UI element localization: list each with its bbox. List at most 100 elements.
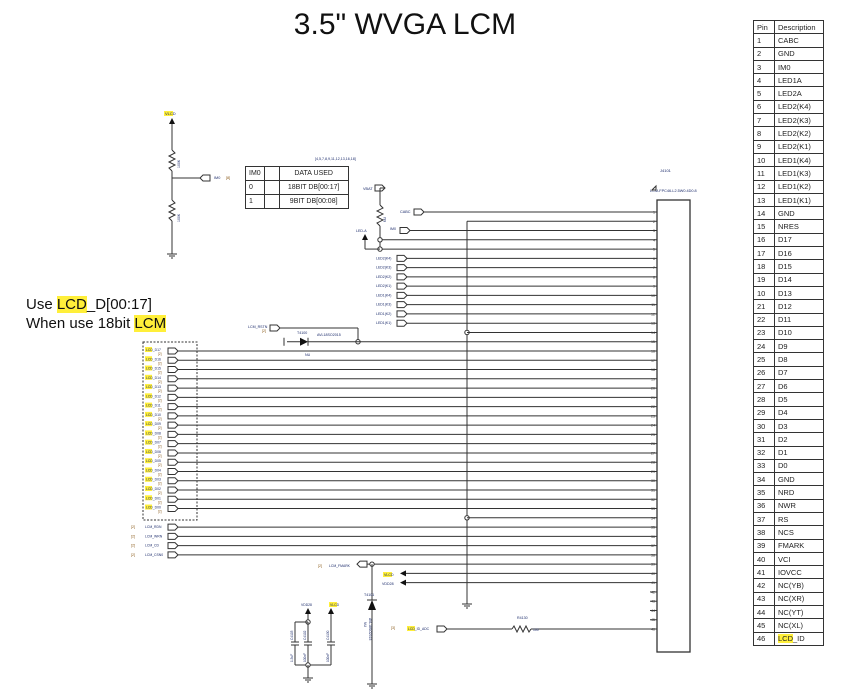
connector-part: LCM-FPC46-L2.5W0.4D0.8 [650,189,697,193]
pin-description: IM0 [774,59,824,75]
im0-cell [263,194,280,209]
net-label-lcm-rstn: LCM_RSTN [248,325,268,329]
note-text: Use [26,296,57,313]
component-ref: T4100 [297,331,307,335]
cabc-port [413,208,425,216]
component-part: AVL18SO2015 [317,333,341,337]
led-port [396,291,408,299]
pin-description: LED2(K3) [774,113,824,128]
net-ref: [2] [158,380,162,384]
resistor-bottom-icon [167,199,177,222]
data-port [167,366,179,374]
pin-number: 33 [753,458,775,474]
im0-header-cell [263,166,280,181]
pin-number: 9 [753,139,775,154]
net-label-cabc: CABC [400,210,411,214]
ctrl-port [167,542,179,550]
pin-description: D1 [774,445,824,460]
data-port [167,505,179,513]
net-label-fmark: LCM_FMARK [329,564,351,568]
power-arrow-icon [169,118,175,124]
net-label-data: LCD_D04 [146,468,161,472]
pin-description: D9 [774,339,824,354]
pin-table-header-cell: Pin [753,19,775,35]
net-ref: [2] [158,463,162,467]
net-ref: [2] [158,408,162,412]
im0-cell: 0 [245,180,265,195]
net-ref: [2] [158,510,162,514]
pin-number: 38 [753,525,775,540]
net-label-highlight [145,374,152,380]
pin-description: D10 [774,325,824,341]
net-label-highlight [145,356,152,362]
im0-table-ref: [4,5,7,8,9,11,12,13,16,18] [315,157,356,161]
im0-table-header: IM0 DATA USED [245,166,349,181]
net-label-highlight [407,626,415,631]
net-label-led-k: LED1(K1) [376,321,391,325]
pin-description: VCI [774,551,824,567]
net-ref: [2] [131,525,135,529]
net-label-led-a: LED-A [356,229,367,233]
pin-description: D14 [774,272,824,287]
data-port [167,477,179,485]
net-label-highlight [145,430,152,436]
led-port [396,319,408,327]
pin-description: IOVCC [774,565,824,580]
capacitor-ref: C4102 [303,630,307,640]
net-label-im0: IM0 [214,176,220,180]
net-label-data: LCD_D08 [146,431,161,435]
net-label-highlight [145,448,152,454]
net-label-highlight [145,365,152,371]
pin-description: NC(XR) [774,591,824,607]
net-ref: [2] [158,389,162,393]
net-ref: [2] [158,491,162,495]
net-label-data: LCD_D09 [146,422,161,426]
data-port [167,384,179,392]
pin-number: 40 [753,551,775,567]
pin-description: LED2(K1) [774,139,824,154]
ground-icon [303,677,313,683]
net-ref: [2] [158,426,162,430]
data-port [167,430,179,438]
pin-description: LED2(K4) [774,99,824,115]
net-label-ctrl: LCM_CSN0 [145,553,163,557]
pin1-marker-icon [650,184,657,191]
net-label-highlight [145,411,152,417]
net-label-led-k: LED2(K3) [376,266,391,270]
pin-description: LED1(K3) [774,166,824,181]
pin-number: 7 [753,113,775,128]
im0-conn-port [399,227,411,235]
data-port [167,467,179,475]
pin-description-rest: _ID [793,634,805,644]
pin-number: 13 [753,192,775,208]
pin-number: 2 [753,46,775,61]
net-label-led-k: LED1(K2) [376,312,391,316]
component-part: AVL18SO2015 [368,618,372,640]
pin-description: NC(YT) [774,605,824,620]
power-arrow-icon [305,608,311,614]
net-ref: [2] [318,564,322,568]
pin-number: 10 [753,152,775,168]
pin-description: D15 [774,259,824,274]
net-label-highlight [145,347,152,353]
net-label-highlight [383,572,392,577]
note-highlight: LCM [134,315,167,332]
pin-description: LED2A [774,86,824,101]
tvs-diode-icon [300,337,308,346]
